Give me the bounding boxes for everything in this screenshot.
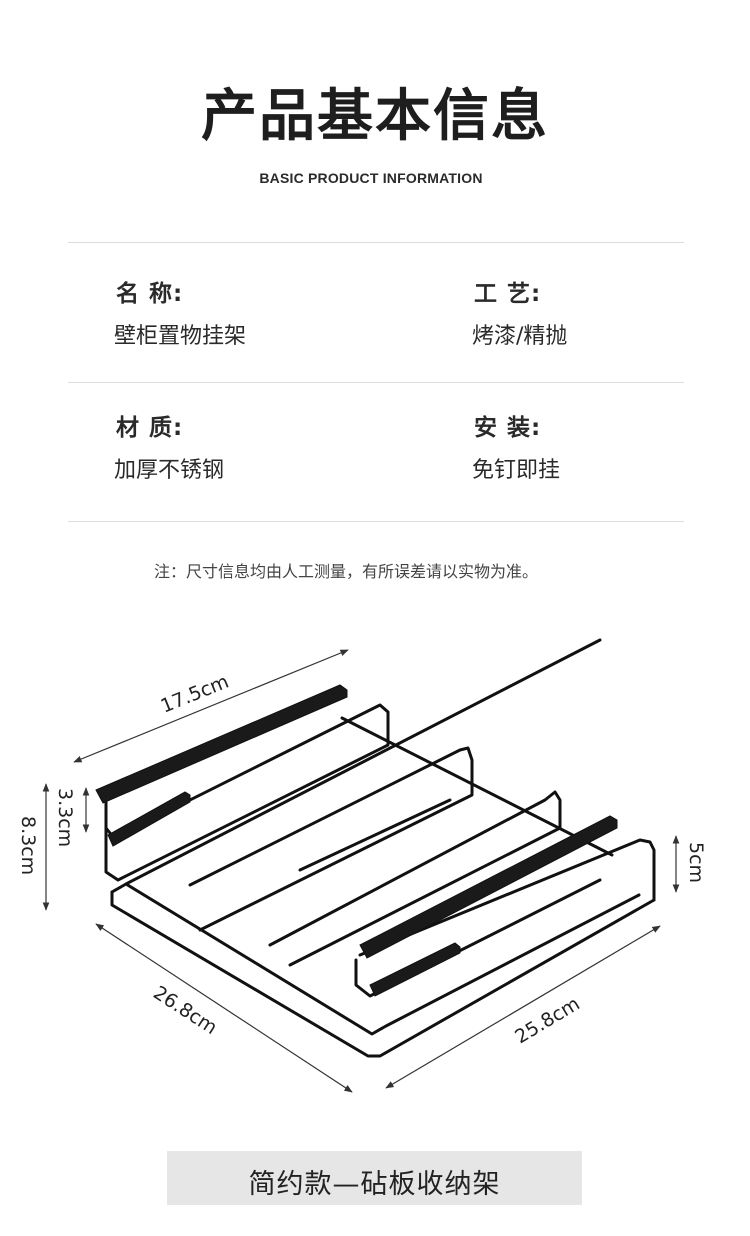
spec-label-material: 材 质: xyxy=(116,415,184,441)
dimension-lines xyxy=(42,649,680,1093)
measurement-note: 注：尺寸信息均由人工测量，有所误差请以实物为准。 xyxy=(153,562,538,581)
dim-bottom-left: 26.8cm xyxy=(149,982,221,1039)
dim-bottom-right: 25.8cm xyxy=(511,993,583,1049)
spec-label-install: 安 装: xyxy=(474,415,542,441)
rack-bars xyxy=(95,684,618,997)
spec-label-name: 名 称: xyxy=(116,281,184,307)
dim-right-height: 5cm xyxy=(685,842,707,883)
caption-box: 简约款—砧板收纳架 xyxy=(167,1151,582,1205)
caption-text: 简约款—砧板收纳架 xyxy=(248,1169,501,1200)
dim-top-length: 17.5cm xyxy=(158,671,232,718)
rack-dimension-diagram: 17.5cm 3.3cm 8.3cm 5cm 26.8cm 25.8cm xyxy=(17,638,707,1093)
dim-total-height: 8.3cm xyxy=(17,816,39,875)
spec-label-process: 工 艺: xyxy=(474,281,542,307)
spec-value-name: 壁柜置物挂架 xyxy=(114,324,247,349)
divider-middle xyxy=(68,382,684,383)
page-title: 产品基本信息 xyxy=(201,84,549,149)
spec-value-material: 加厚不锈钢 xyxy=(114,458,225,483)
divider-bottom xyxy=(68,521,684,522)
spec-value-install: 免钉即挂 xyxy=(472,458,561,483)
dim-hook-height: 3.3cm xyxy=(54,788,76,847)
rack-wireframe xyxy=(104,638,656,1058)
page-subtitle: BASIC PRODUCT INFORMATION xyxy=(259,170,483,186)
divider-top xyxy=(68,242,684,243)
spec-value-process: 烤漆/精抛 xyxy=(472,324,568,349)
